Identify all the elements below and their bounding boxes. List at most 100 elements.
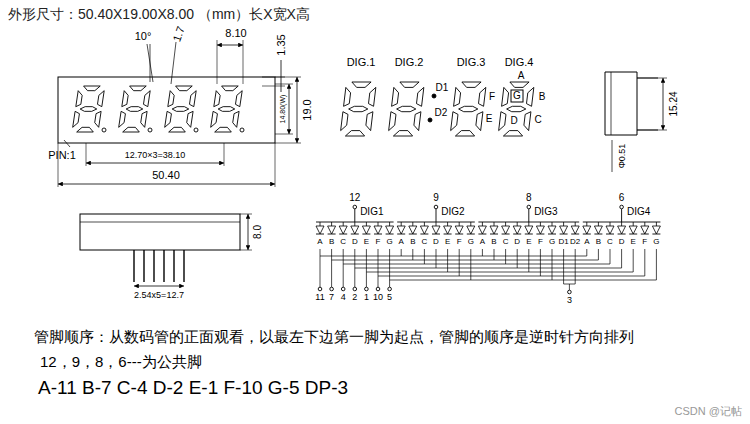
extension-line (275, 134, 293, 135)
segment-outline (222, 86, 239, 91)
segment-wire (528, 249, 529, 272)
pin-terminal (434, 205, 438, 209)
label: D (510, 116, 517, 126)
extension-line (240, 250, 252, 251)
segment-outline (524, 112, 531, 131)
pin-lead (366, 272, 367, 287)
pin-lead (389, 280, 390, 287)
segment-outline (126, 107, 143, 112)
label: 12.70×3=38.10 (125, 151, 186, 160)
segment-outline (462, 82, 481, 87)
label: D (352, 238, 358, 246)
label: 管脚顺序：从数码管的正面观看，以最左下边第一脚为起点，管脚的顺序是逆时针方向排列 (34, 329, 634, 344)
led-lead (540, 222, 541, 226)
segment-outline (211, 111, 218, 127)
segment-outline (476, 112, 483, 131)
segment-outline (122, 91, 128, 107)
segment-outline (478, 87, 485, 106)
pin-terminal (568, 290, 572, 294)
segment-outline (130, 86, 147, 91)
label: F (457, 238, 462, 246)
label: 2.54x5=12.7 (134, 291, 184, 300)
label: 15.24 (669, 91, 679, 116)
label: DIG3 (534, 207, 557, 217)
led-bar (548, 234, 556, 235)
label: 2 (352, 293, 357, 302)
led-bar (478, 234, 486, 235)
led-symbol (606, 226, 614, 234)
segment-wire (517, 249, 518, 268)
label: E (445, 238, 450, 246)
label: G (653, 238, 659, 246)
label: 8.0 (253, 225, 263, 239)
decimal-point (240, 128, 244, 132)
led-bar (525, 234, 533, 235)
segment-wire (401, 249, 402, 256)
common-wire (354, 209, 355, 222)
segment-outline (416, 87, 423, 106)
leader-line (147, 44, 153, 82)
segment-wire (575, 249, 576, 284)
pin (637, 77, 658, 78)
label: DIG.1 (347, 57, 376, 68)
segment-wire (656, 249, 657, 280)
side-body (605, 72, 637, 135)
segment-label-box (511, 90, 523, 102)
led-bar (571, 234, 579, 235)
segment-outline (392, 87, 399, 106)
segment-wire (412, 249, 413, 260)
label: CSDN @记帖 (675, 406, 742, 417)
label: 1 (364, 293, 369, 302)
segment-outline (349, 106, 368, 111)
colon-dot (432, 94, 436, 98)
pin-terminal (620, 205, 624, 209)
title: 外形尺寸：50.40X19.00X8.00 （mm）长X宽X高 (8, 7, 310, 21)
led-symbol (467, 226, 475, 234)
segment-outline (368, 87, 375, 106)
label: B (410, 238, 415, 246)
led-lead (610, 222, 611, 226)
led-lead (320, 222, 321, 226)
pin-lead (320, 256, 321, 287)
label: 8.10 (225, 28, 246, 39)
segment-wire (610, 249, 611, 264)
label: Φ0.51 (618, 144, 627, 169)
label: 8 (526, 193, 532, 203)
label: B (329, 238, 334, 246)
led-bar (502, 234, 510, 235)
segment-outline (510, 82, 529, 87)
label: A (399, 238, 404, 246)
dimension-line (297, 77, 298, 143)
pin-lead (343, 264, 344, 287)
dimension-line (134, 286, 184, 287)
pin (163, 250, 164, 282)
led-bar (328, 234, 336, 235)
label: DIG.2 (395, 57, 424, 68)
led-symbol (409, 226, 417, 234)
label: A (480, 238, 485, 246)
leader-line (612, 140, 613, 172)
led-lead (482, 222, 483, 226)
bus-wire (378, 276, 645, 277)
extension-line (658, 78, 667, 79)
led-symbol (490, 226, 498, 234)
label: 10° (135, 31, 152, 42)
segment-outline (400, 82, 419, 87)
label: DIG2 (441, 207, 464, 217)
label: 1.7 (171, 25, 187, 43)
dimension-line (86, 163, 224, 164)
segment-wire (586, 249, 587, 256)
led-lead (378, 222, 379, 226)
extension-line (275, 84, 293, 85)
label: 4 (341, 293, 346, 302)
common-wire (621, 209, 622, 222)
label: DIG.4 (505, 57, 534, 68)
label: 10 (373, 293, 383, 302)
pin (133, 250, 134, 282)
segment-outline (341, 112, 348, 131)
led-lead (598, 222, 599, 226)
extension-line (86, 143, 87, 166)
led-bar (420, 234, 428, 235)
pin-terminal (353, 287, 357, 291)
led-bar (652, 234, 660, 235)
